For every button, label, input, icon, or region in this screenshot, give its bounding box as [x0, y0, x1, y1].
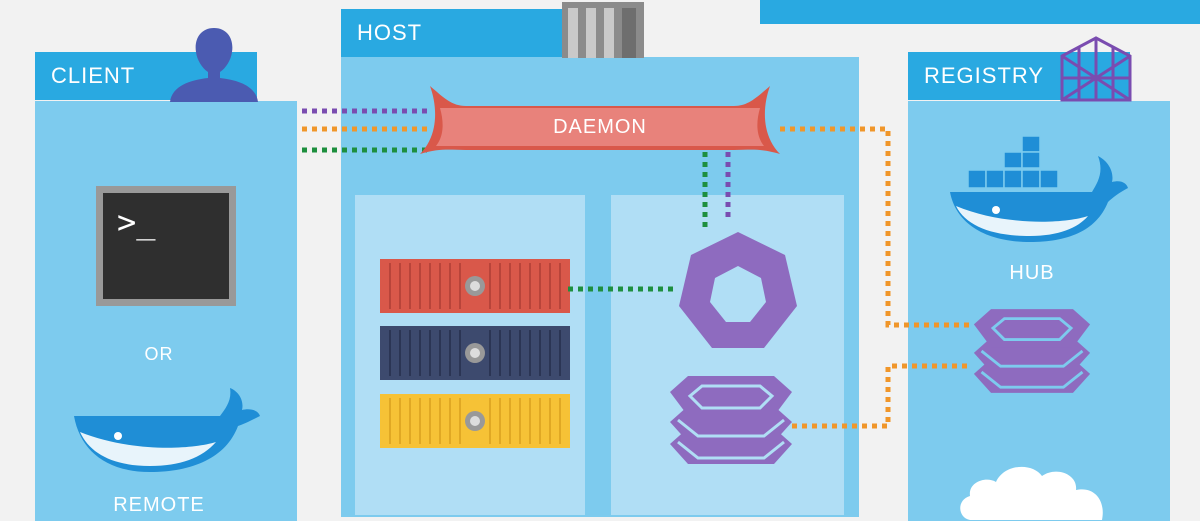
registry-tab: REGISTRY — [908, 52, 1130, 100]
building-icon — [562, 2, 644, 58]
terminal-prompt: >_ — [117, 203, 156, 241]
hub-label: HUB — [1009, 262, 1055, 284]
docker-whale-icon — [74, 388, 260, 472]
client-title: CLIENT — [51, 63, 136, 88]
terminal-icon: >_ — [96, 186, 236, 306]
image-stack-icon — [973, 309, 1091, 393]
host-tab: HOST — [341, 9, 563, 57]
container-icon — [380, 259, 570, 313]
or-label: OR — [144, 344, 174, 364]
image-stack-icon — [670, 376, 792, 464]
container-icon — [380, 326, 570, 380]
registry-title: REGISTRY — [924, 63, 1045, 88]
user-icon — [170, 28, 258, 102]
cloud-icon — [960, 466, 1103, 520]
daemon-banner — [420, 86, 780, 154]
daemon-label: DAEMON — [553, 116, 647, 138]
host-title: HOST — [357, 20, 423, 45]
docker-whale-icon — [950, 135, 1128, 242]
top-banner-bar — [760, 0, 1200, 24]
image-icon — [679, 232, 797, 348]
container-icon — [380, 394, 570, 448]
registry-logo-icon — [1060, 36, 1132, 102]
